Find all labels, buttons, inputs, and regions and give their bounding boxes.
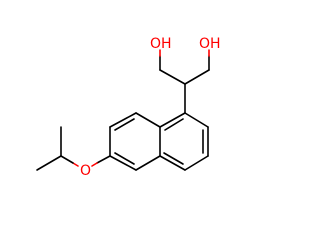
- bond-c8-c7-inner: [114, 118, 135, 131]
- hydroxyl-label-right: OH: [199, 36, 221, 52]
- bond-o-ch: [60, 155, 74, 164]
- bond-c4-c4a-inner: [163, 152, 184, 165]
- ether-oxygen-label: O: [80, 163, 91, 179]
- bond-c6-c5-inner: [114, 152, 135, 165]
- naphthalene-ring-right: [159, 112, 209, 171]
- bond-c8a-c8: [135, 112, 161, 128]
- bond-c8-c7: [109, 112, 137, 128]
- diol-side-chain: [159, 49, 210, 114]
- bond-c4-c4a: [159, 155, 186, 171]
- isopropoxy-group: [36, 126, 111, 171]
- bond-c1-c2: [184, 112, 209, 128]
- bond-c6-c5: [109, 155, 137, 171]
- bond-c6-o: [96, 155, 111, 164]
- bond-c8a-c1-inner: [164, 118, 184, 131]
- bond-ch-ch3-left: [36, 155, 62, 171]
- hydroxyl-label-left: OH: [150, 36, 172, 52]
- bond-c5-c4a: [135, 155, 161, 171]
- bond-c8a-c1: [159, 112, 186, 128]
- molecule-structure: OH OH O: [36, 36, 221, 179]
- naphthalene-ring-left: [109, 112, 161, 171]
- bond-c6-o-red: [91, 162, 98, 167]
- bond-ch-ch2-left: [159, 69, 186, 85]
- bond-o-ch-red: [72, 162, 79, 167]
- bond-c3-c4: [184, 155, 209, 171]
- bond-ch-ch2-right: [184, 69, 210, 85]
